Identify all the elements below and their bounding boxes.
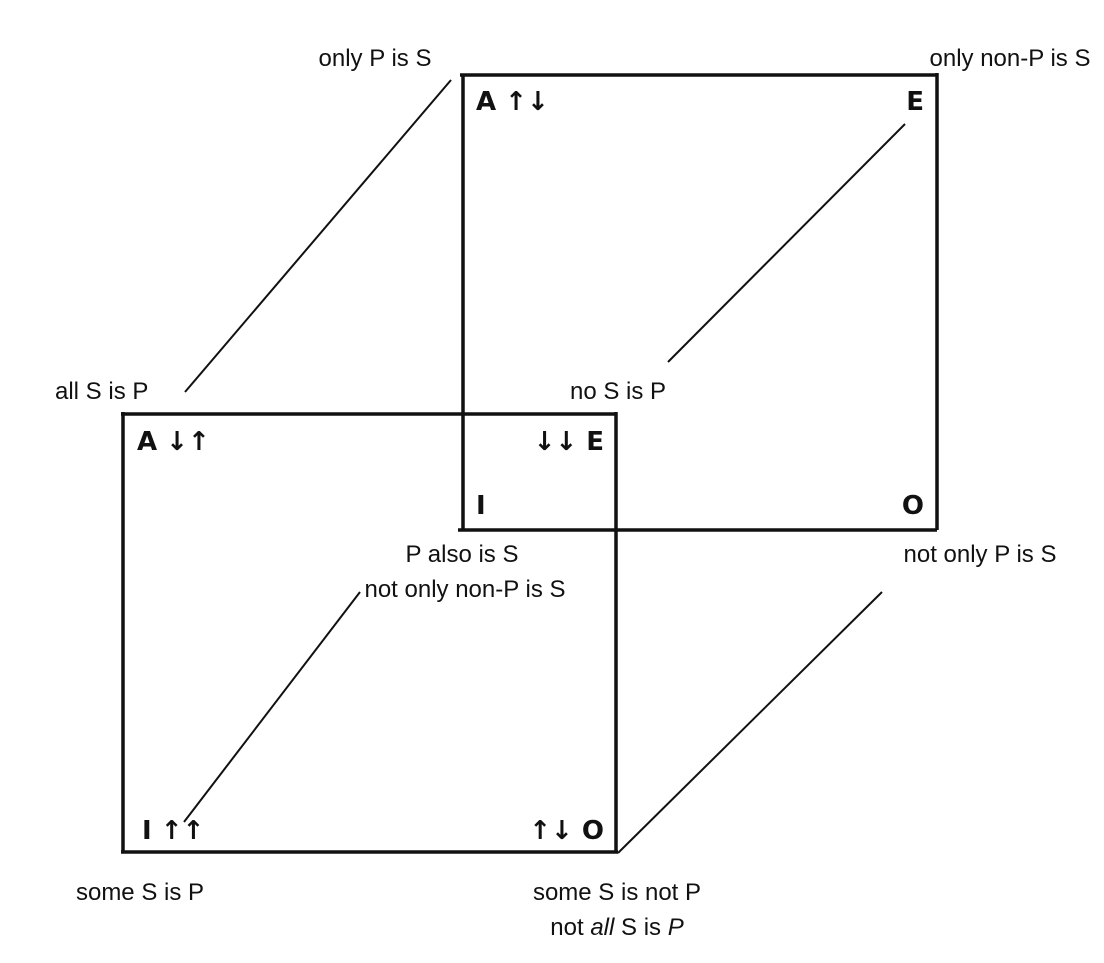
front-corner-a: A ↓↑ [137, 427, 210, 457]
connector-o [617, 591, 883, 854]
connector-a [184, 79, 452, 393]
label-some-s-is-p: some S is P [76, 879, 204, 906]
label-only-p-is-s: only P is S [319, 45, 432, 72]
back-corner-i: I [476, 491, 486, 521]
back-corner-o: O [902, 491, 924, 521]
back-corner-e: E [906, 87, 924, 117]
label-some-s-is-not-p: some S is not P [533, 879, 701, 906]
connector-e [667, 123, 906, 363]
label-p-also-is-s: P also is S [406, 541, 519, 568]
connector-i [183, 591, 361, 823]
front-face [121, 412, 618, 854]
front-corner-i: I ↑↑ [142, 816, 204, 846]
back-face [458, 73, 939, 532]
label-not-only-non-p-is-s: not only non-P is S [364, 576, 565, 603]
back-corner-a: A ↑↓ [476, 87, 549, 117]
label-no-s-is-p: no S is P [570, 378, 666, 405]
front-corner-e: ↓↓ E [534, 427, 604, 457]
label-only-non-p-is-s: only non-P is S [930, 45, 1091, 72]
label-all-s-is-p: all S is P [55, 378, 148, 405]
front-corner-o: ↑↓ O [529, 816, 604, 846]
label-not-all-s-is-p: not all S is P [550, 914, 683, 941]
label-not-only-p-is-s: not only P is S [904, 541, 1057, 568]
